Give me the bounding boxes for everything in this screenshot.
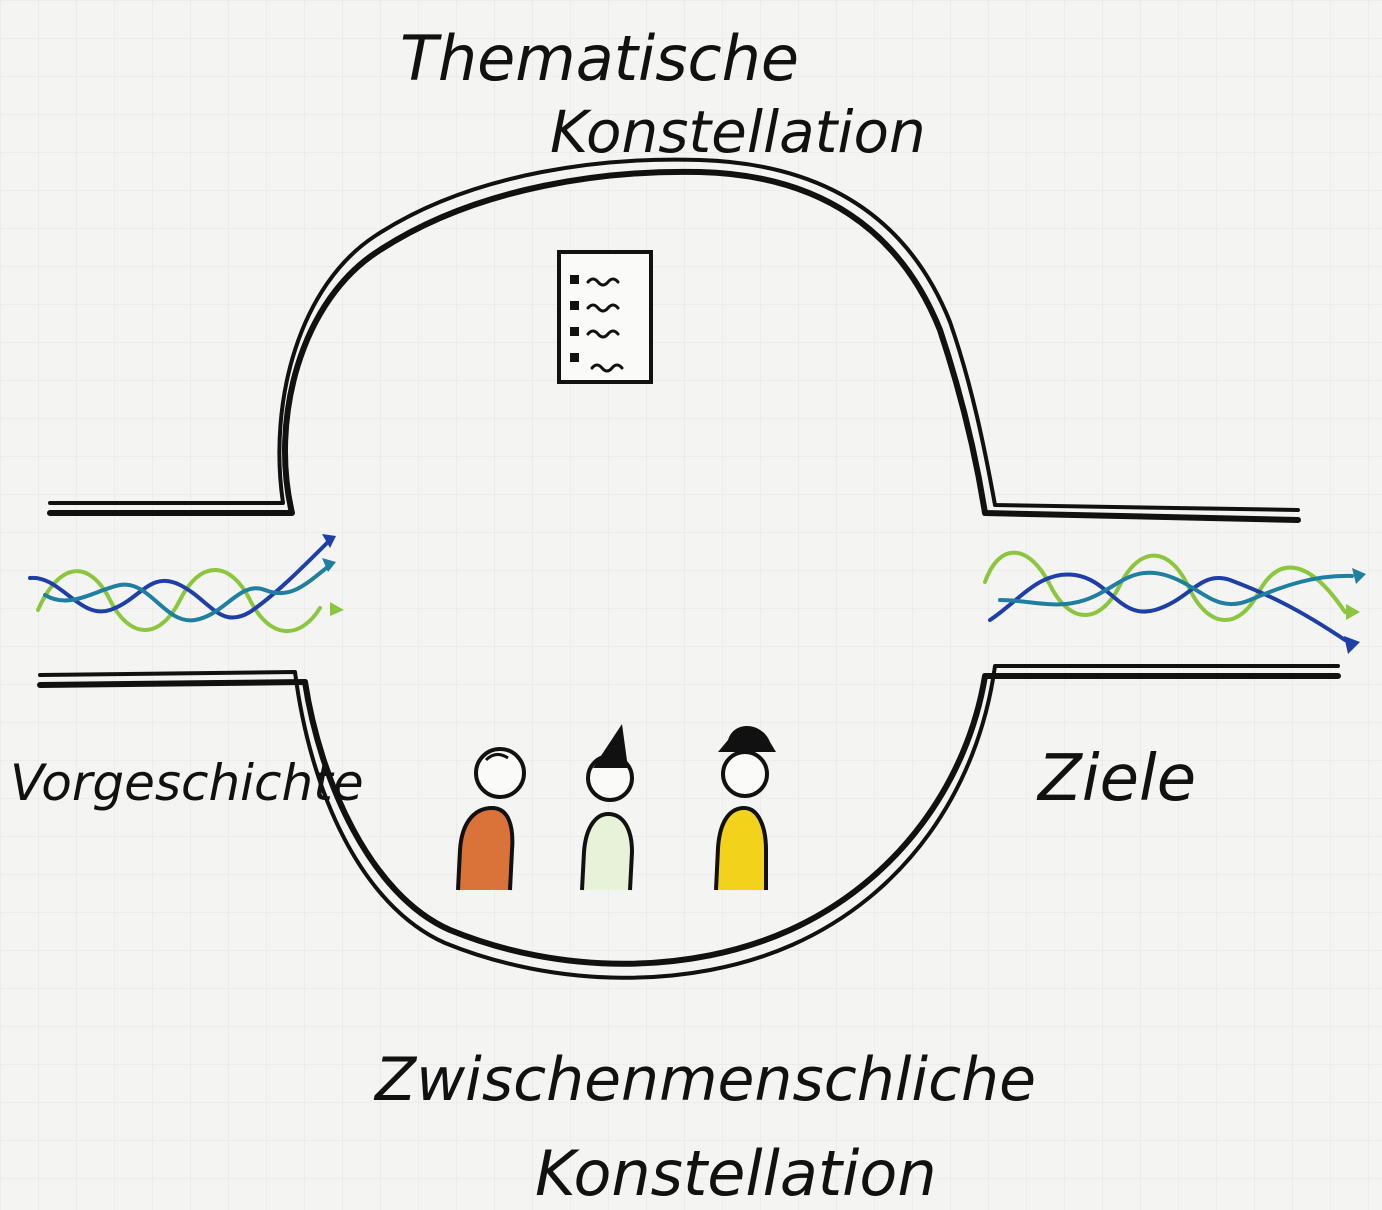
right-wave-strands bbox=[983, 550, 1354, 642]
label-interpersonal-line2: Konstellation bbox=[535, 1137, 937, 1210]
label-ziele: Ziele bbox=[1036, 742, 1196, 816]
label-vorgeschichte: Vorgeschichte bbox=[10, 754, 364, 812]
left-wave-arrowheads bbox=[322, 534, 344, 616]
right-wave-arrowheads bbox=[1344, 568, 1366, 654]
label-thematic-line2: Konstellation bbox=[550, 98, 926, 166]
label-interpersonal-line1: Zwischenmenschliche bbox=[373, 1045, 1036, 1115]
label-thematic-line1: Thematische bbox=[400, 22, 799, 95]
left-wave-strands bbox=[28, 538, 332, 634]
checklist-document-icon bbox=[557, 250, 653, 384]
person-icon bbox=[456, 747, 526, 891]
pipe-outline bbox=[37, 157, 1341, 980]
person-with-pointed-hat-icon bbox=[580, 724, 634, 891]
person-with-hat-icon bbox=[714, 725, 776, 891]
